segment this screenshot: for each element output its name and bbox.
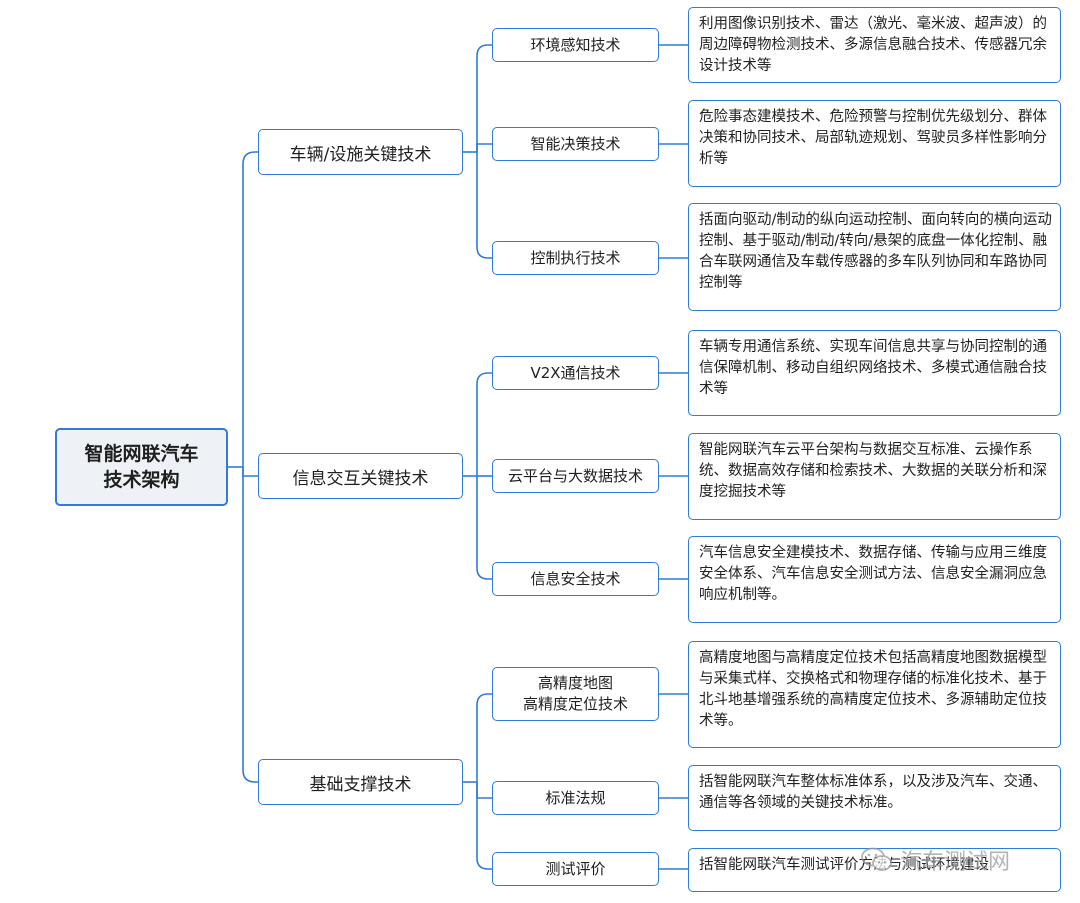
branch-label: 基础支撑技术 <box>309 774 412 795</box>
node-label: 标准法规 <box>545 788 606 807</box>
node-label: 控制执行技术 <box>530 248 621 267</box>
desc-hd-map-positioning: 高精度地图与高精度定位技术包括高精度地图数据模型与采集式样、交换格式和物理存储的… <box>688 641 1061 748</box>
root-title-line1: 智能网联汽车 <box>84 443 199 465</box>
desc-control-execution: 括面向驱动/制动的纵向运动控制、面向转向的横向运动控制、基于驱动/制动/转向/悬… <box>688 203 1061 311</box>
branch-vehicle-facility: 车辆/设施关键技术 <box>258 129 463 175</box>
node-cloud-bigdata: 云平台与大数据技术 <box>492 459 659 493</box>
node-label: 环境感知技术 <box>530 35 621 54</box>
desc-v2x: 车辆专用通信系统、实现车间信息共享与协同控制的通信保障机制、移动自组织网络技术、… <box>688 330 1061 416</box>
node-intelligent-decision: 智能决策技术 <box>492 127 659 161</box>
node-label: 信息安全技术 <box>530 569 621 588</box>
node-test-evaluation: 测试评价 <box>492 852 659 886</box>
node-standards-regulations: 标准法规 <box>492 781 659 815</box>
watermark: 汽车测试网 <box>860 840 1050 880</box>
desc-standards-regulations: 括智能网联汽车整体标准体系，以及涉及汽车、交通、通信等各领域的关键技术标准。 <box>688 765 1061 831</box>
branch-label: 车辆/设施关键技术 <box>289 144 432 165</box>
node-label: 云平台与大数据技术 <box>507 466 643 485</box>
node-info-security: 信息安全技术 <box>492 562 659 596</box>
watermark-text: 汽车测试网 <box>900 850 1011 875</box>
branch-info-interaction: 信息交互关键技术 <box>258 453 463 499</box>
node-hd-map-positioning: 高精度地图 高精度定位技术 <box>492 667 659 721</box>
desc-intelligent-decision: 危险事态建模技术、危险预警与控制优先级划分、群体决策和协同技术、局部轨迹规划、驾… <box>688 100 1061 187</box>
node-environment-perception: 环境感知技术 <box>492 28 659 62</box>
node-label: 智能决策技术 <box>530 134 621 153</box>
desc-info-security: 汽车信息安全建模技术、数据存储、传输与应用三维度安全体系、汽车信息安全测试方法、… <box>688 536 1061 623</box>
desc-test-evaluation: 括智能网联汽车测试评价方法与测试环境建设 <box>688 848 1061 892</box>
node-label-line2: 高精度定位技术 <box>522 695 628 713</box>
node-label: 高精度地图 <box>537 674 613 692</box>
wechat-icon <box>861 847 892 871</box>
node-label: 测试评价 <box>545 859 606 878</box>
node-label: V2X通信技术 <box>530 363 621 382</box>
desc-environment-perception: 利用图像识别技术、雷达（激光、毫米波、超声波）的周边障碍物检测技术、多源信息融合… <box>688 7 1061 83</box>
node-v2x: V2X通信技术 <box>492 356 659 390</box>
root-title-line2: 技术架构 <box>103 469 180 491</box>
node-control-execution: 控制执行技术 <box>492 241 659 275</box>
branch-label: 信息交互关键技术 <box>292 468 429 489</box>
root-node: 智能网联汽车 技术架构 <box>55 428 228 506</box>
branch-basic-support: 基础支撑技术 <box>258 759 463 805</box>
desc-cloud-bigdata: 智能网联汽车云平台架构与数据交互标准、云操作系统、数据高效存储和检索技术、大数据… <box>688 433 1061 520</box>
